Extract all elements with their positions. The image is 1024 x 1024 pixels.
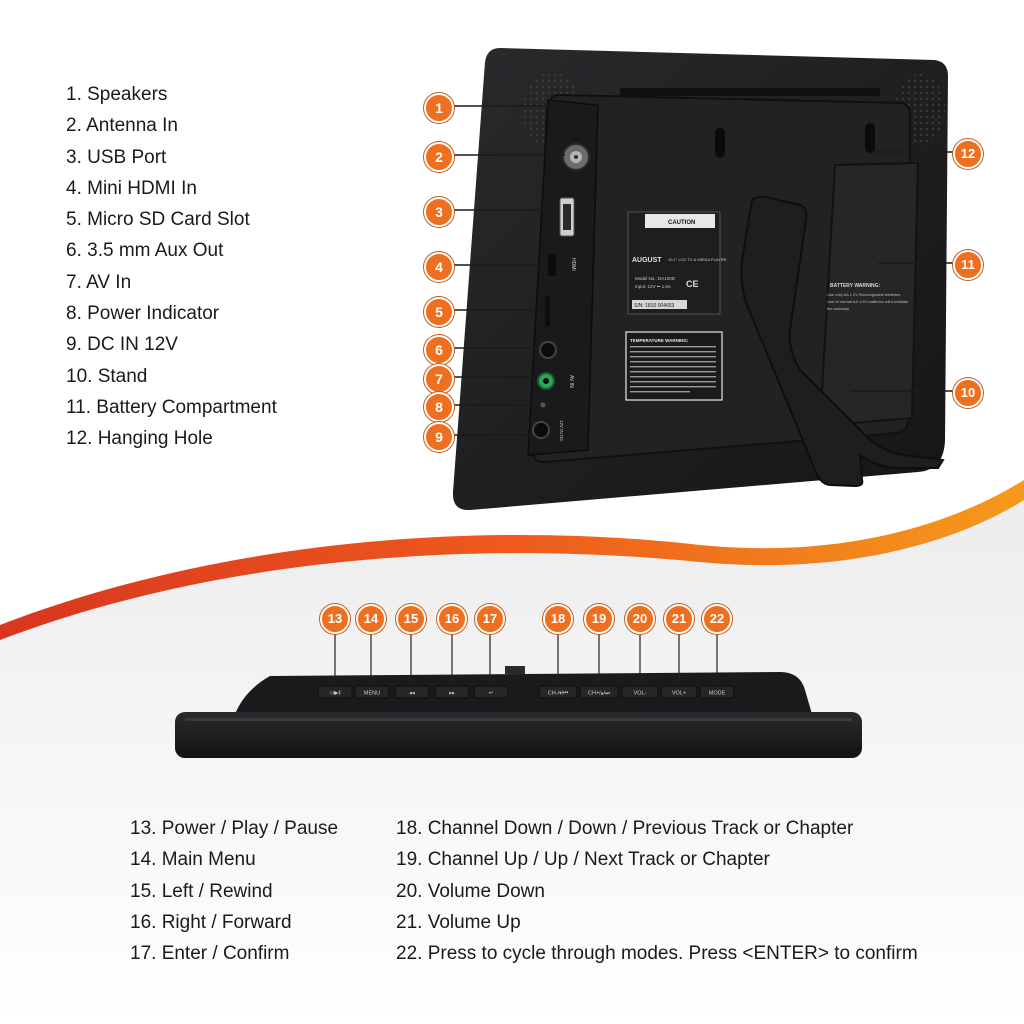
svg-text:VOL+: VOL+ [672, 691, 686, 697]
hdmi-port [548, 254, 556, 276]
svg-text:Model No.: DA100D: Model No.: DA100D [635, 276, 676, 281]
legend-item: 1. Speakers [66, 84, 168, 105]
enter-confirm-button [473, 685, 509, 699]
callout-marker: 11 [953, 250, 983, 280]
bottom-legend-left: 13. Power / Play / Pause 14. Main Menu 1… [130, 817, 338, 973]
top-legend: 1. Speakers 2. Antenna In 3. USB Port 4.… [66, 83, 277, 459]
hanging-hole [715, 128, 725, 158]
callout-marker: 21 [664, 604, 694, 634]
legend-item: 9. DC IN 12V [66, 334, 178, 356]
svg-text:the warranty: the warranty [827, 306, 849, 311]
legend-item: 16. Right / Forward [130, 911, 292, 933]
legend-item: 11. Battery Compartment [66, 396, 277, 418]
legend-item: 18. Channel Down / Down / Previous Track… [396, 818, 854, 839]
svg-text:AUGUST: AUGUST [632, 257, 662, 264]
right-forward-button [434, 685, 470, 699]
legend-item: 22. Press to cycle through modes. Press … [396, 943, 918, 965]
legend-item: 5. Micro SD Card Slot [66, 209, 250, 231]
battery-compartment [818, 161, 920, 428]
volume-up-button [660, 685, 698, 699]
svg-text:CH-/▾/⏮: CH-/▾/⏮ [548, 691, 569, 697]
legend-item: 6. 3.5 mm Aux Out [66, 240, 224, 262]
legend-item: 15. Left / Rewind [130, 880, 273, 902]
svg-text:MODE: MODE [709, 691, 726, 697]
device-top-view: ○/▶‖ MENU ◂◂ ▸▸ ↵ CH-/▾/⏮ CH+/▴/⏭ VOL- V… [175, 630, 862, 758]
callout-marker: 8 [424, 392, 454, 422]
svg-text:HDMI: HDMI [570, 258, 576, 271]
rating-label [627, 211, 721, 315]
svg-text:CAUTION: CAUTION [668, 220, 695, 226]
svg-text:▸▸: ▸▸ [449, 691, 455, 697]
legend-item: 19. Channel Up / Up / Next Track or Chap… [396, 849, 770, 871]
mode-button [699, 685, 735, 699]
callout-marker: 18 [543, 604, 573, 634]
callout-marker: 19 [584, 604, 614, 634]
svg-text:Input: 12V ⎓ 1.5A: Input: 12V ⎓ 1.5A [635, 284, 671, 289]
bottom-legend-right: 18. Channel Down / Down / Previous Track… [396, 817, 918, 973]
callout-marker: 6 [424, 335, 454, 365]
volume-down-button [621, 685, 659, 699]
callout-marker: 3 [424, 197, 454, 227]
svg-text:◂◂: ◂◂ [409, 691, 415, 697]
power-play-pause-button [317, 685, 353, 699]
legend-item: 7. AV In [66, 271, 132, 293]
legend-item: 8. Power Indicator [66, 303, 220, 325]
callout-marker: 7 [424, 364, 454, 394]
callout-marker: 16 [437, 604, 467, 634]
callout-marker: 22 [702, 604, 732, 634]
channel-down-button [538, 685, 578, 699]
device-back-body [235, 672, 812, 714]
svg-text:TEMPERATURE WARNING:: TEMPERATURE WARNING: [630, 338, 689, 343]
legend-item: 2. Antenna In [66, 115, 178, 137]
sd-card-slot [545, 296, 550, 326]
left-rewind-button [394, 685, 430, 699]
svg-text:○/▶‖: ○/▶‖ [329, 691, 340, 697]
legend-item: 12. Hanging Hole [66, 428, 213, 450]
svg-text:Use of normal AA 1.5V batterie: Use of normal AA 1.5V batteries will inv… [827, 299, 909, 304]
legend-item: 10. Stand [66, 365, 148, 387]
channel-up-button [579, 685, 619, 699]
legend-item: 14. Main Menu [130, 849, 256, 871]
callout-marker: 12 [953, 139, 983, 169]
callout-marker: 20 [625, 604, 655, 634]
callout-marker: 5 [424, 297, 454, 327]
legend-item: 21. Volume Up [396, 911, 521, 933]
svg-text:10.1" LCD TV & MEDIA PLAYER: 10.1" LCD TV & MEDIA PLAYER [668, 257, 727, 262]
callout-marker: 9 [424, 422, 454, 452]
device-bezel-edge [175, 712, 862, 758]
callout-marker: 1 [424, 93, 454, 123]
hanging-hole [865, 123, 875, 153]
aux-jack [539, 341, 557, 359]
svg-text:CH+/▴/⏭: CH+/▴/⏭ [588, 691, 610, 697]
legend-item: 17. Enter / Confirm [130, 943, 290, 965]
power-indicator [540, 402, 546, 408]
svg-text:AV IN: AV IN [568, 375, 574, 388]
dc-in-jack [532, 421, 550, 439]
svg-text:Use only AA 1.2V Rechargeable: Use only AA 1.2V Rechargeable batteries [827, 292, 900, 297]
callout-marker: 15 [396, 604, 426, 634]
callout-marker: 13 [320, 604, 350, 634]
svg-text:MENU: MENU [364, 691, 380, 697]
svg-text:VOL-: VOL- [634, 691, 647, 697]
svg-text:↵: ↵ [489, 691, 494, 697]
device-rear-view: BATTERY WARNING: Use only AA 1.2V Rechar… [452, 48, 955, 511]
svg-text:CE: CE [686, 279, 699, 289]
legend-item: 13. Power / Play / Pause [130, 818, 339, 839]
legend-item: 3. USB Port [66, 146, 167, 168]
callout-marker: 10 [953, 378, 983, 408]
port-panel [527, 99, 599, 456]
svg-text:S/N: 1810 004653: S/N: 1810 004653 [634, 303, 675, 309]
menu-button [354, 685, 390, 699]
callout-marker: 14 [356, 604, 386, 634]
callout-marker: 4 [424, 252, 454, 282]
callout-marker: 17 [475, 604, 505, 634]
legend-item: 4. Mini HDMI In [66, 177, 197, 199]
stand [740, 195, 945, 488]
callout-marker: 2 [424, 142, 454, 172]
legend-item: 20. Volume Down [396, 880, 545, 902]
svg-text:12V IN DC: 12V IN DC [559, 420, 564, 442]
svg-text:BATTERY WARNING:: BATTERY WARNING: [830, 283, 881, 289]
